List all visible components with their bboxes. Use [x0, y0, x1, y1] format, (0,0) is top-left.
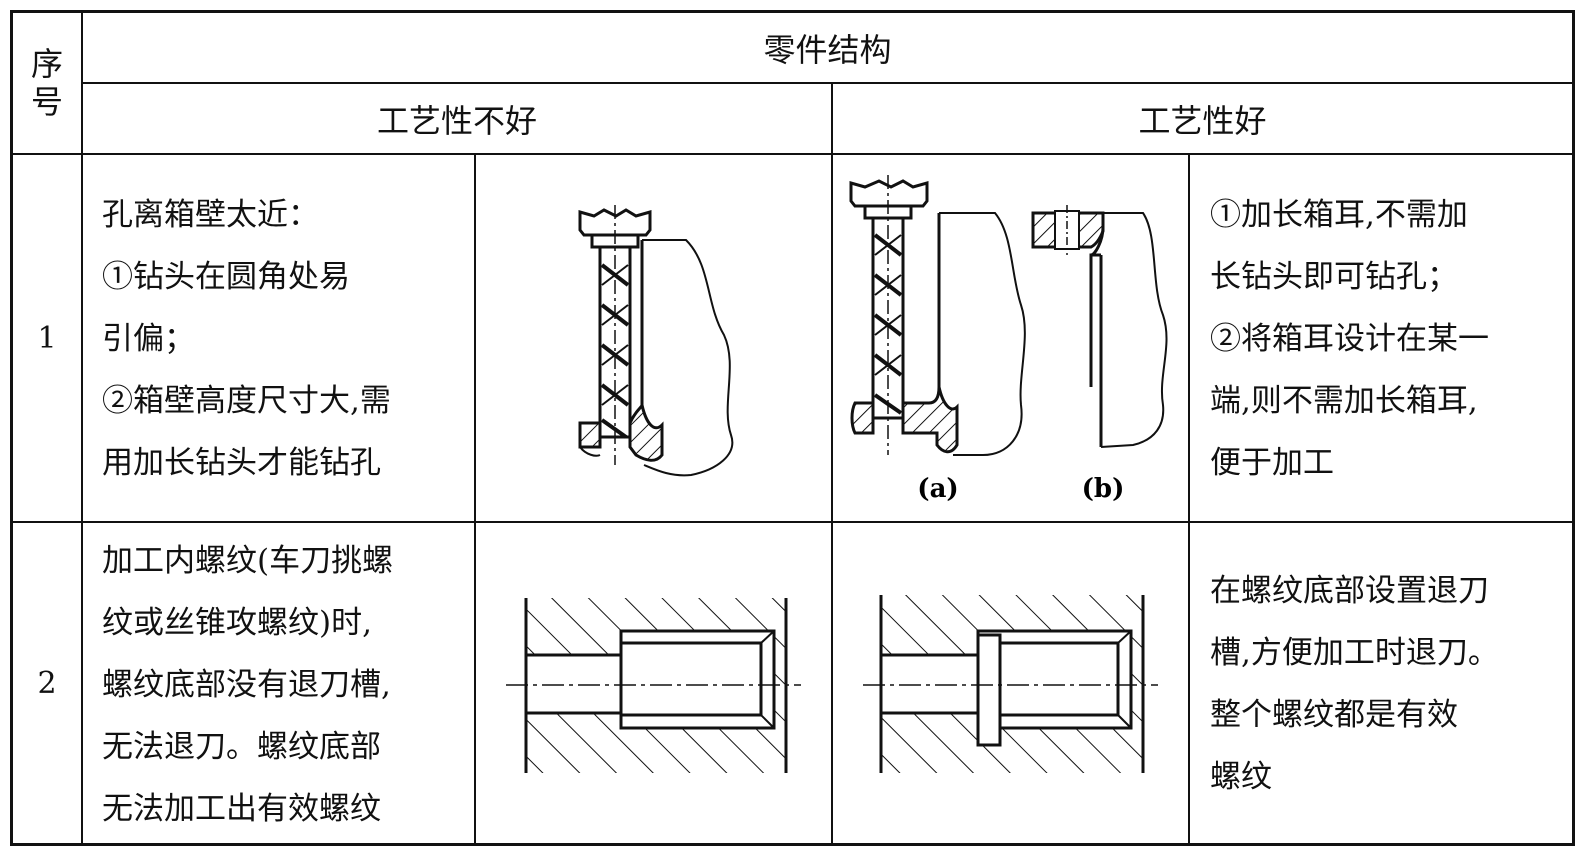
col-divider-seq — [81, 10, 83, 846]
text-line: ②箱壁高度尺寸大,需 — [102, 383, 391, 419]
figure-label-b: (b) — [1082, 474, 1125, 504]
row1-good-figure: (a) (b) — [849, 175, 1168, 504]
text-line: 整个螺纹都是有效 — [1210, 697, 1458, 733]
col-divider-bad-figure — [474, 153, 476, 846]
text-line: 引偏； — [102, 321, 195, 357]
row1-bad-figure — [578, 205, 734, 477]
table-border-right — [1572, 10, 1575, 846]
text-line: ①钻头在圆角处易 — [102, 259, 350, 295]
text-line: 螺纹底部没有退刀槽, — [102, 667, 391, 703]
row1-bad-text: 孔离箱壁太近： ①钻头在圆角处易 引偏； ②箱壁高度尺寸大,需 用加长钻头才能钻… — [102, 184, 467, 494]
text-line: 在螺纹底部设置退刀 — [1210, 573, 1489, 609]
header-bad: 工艺性不好 — [376, 101, 537, 140]
text-line: 无法退刀。螺纹底部 — [102, 729, 381, 765]
col-divider-middle — [831, 82, 833, 846]
text-line: 加工内螺纹(车刀挑螺 — [102, 543, 394, 579]
text-line: 孔离箱壁太近： — [102, 197, 319, 233]
header-seq: 序 号 — [13, 13, 81, 153]
row2-good-text: 在螺纹底部设置退刀 槽,方便加工时退刀。 整个螺纹都是有效 螺纹 — [1210, 560, 1565, 808]
row2-good-figure — [863, 595, 1158, 773]
text-line: 槽,方便加工时退刀。 — [1210, 635, 1499, 671]
text-line: ②将箱耳设计在某一 — [1210, 321, 1489, 357]
text-line: 螺纹 — [1210, 759, 1272, 795]
text-line: ①加长箱耳,不需加 — [1210, 197, 1468, 233]
table-border-bottom — [10, 843, 1575, 846]
header-seq-line2: 号 — [30, 83, 63, 121]
row-divider-header — [81, 82, 1575, 84]
text-line: 便于加工 — [1210, 445, 1334, 481]
table-border-top — [10, 10, 1575, 13]
table-border-left — [10, 10, 13, 846]
text-line: 长钻头即可钻孔； — [1210, 259, 1458, 295]
row-divider-row1 — [10, 521, 1575, 523]
row2-bad-text: 加工内螺纹(车刀挑螺 纹或丝锥攻螺纹)时, 螺纹底部没有退刀槽, 无法退刀。螺纹… — [102, 530, 467, 840]
row2-number: 2 — [37, 665, 57, 701]
header-seq-line1: 序 — [30, 45, 63, 83]
row1-good-text: ①加长箱耳,不需加 长钻头即可钻孔； ②将箱耳设计在某一 端,则不需加长箱耳, … — [1210, 184, 1565, 494]
header-structure: 零件结构 — [763, 30, 892, 69]
text-line: 纹或丝锥攻螺纹)时, — [102, 605, 372, 641]
text-line: 无法加工出有效螺纹 — [102, 791, 381, 827]
row1-number: 1 — [37, 320, 57, 356]
header-good: 工艺性好 — [1138, 101, 1267, 140]
figure-label-a: (a) — [917, 474, 958, 504]
row-divider-subheader — [10, 153, 1575, 155]
col-divider-good-figure — [1188, 153, 1190, 846]
row2-bad-figure — [506, 598, 801, 773]
text-line: 用加长钻头才能钻孔 — [102, 445, 381, 481]
text-line: 端,则不需加长箱耳, — [1210, 383, 1478, 419]
